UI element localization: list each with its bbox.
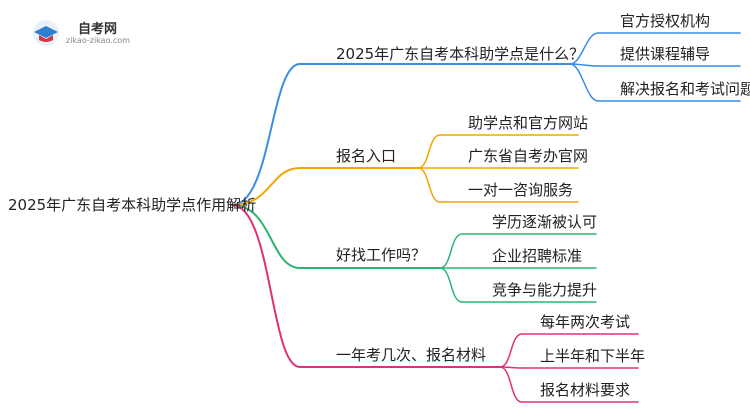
branch-connector xyxy=(231,167,301,206)
leaf-connector xyxy=(499,333,523,368)
leaf-official-website: 助学点和官方网站 xyxy=(468,114,589,132)
leaf-provincial-office-site: 广东省自考办官网 xyxy=(468,147,589,165)
graduation-cap-icon xyxy=(33,20,59,46)
leaf-two-exams-yearly: 每年两次考试 xyxy=(540,313,631,331)
leaf-one-on-one-consult: 一对一咨询服务 xyxy=(468,181,574,199)
branch-connector xyxy=(231,63,301,206)
leaf-connector xyxy=(439,233,463,269)
leaf-official-authorized: 官方授权机构 xyxy=(620,12,711,30)
leaf-registration-exam-help: 解决报名和考试问题 xyxy=(620,80,750,98)
branch-job-prospects: 好找工作吗？ xyxy=(336,246,427,264)
site-logo[interactable]: 自考网 zikao-zikao.com xyxy=(30,16,150,50)
leaf-course-tutoring: 提供课程辅导 xyxy=(620,45,711,63)
leaf-connector xyxy=(417,134,441,169)
leaf-materials-requirements: 报名材料要求 xyxy=(540,381,631,399)
leaf-connector xyxy=(569,32,599,65)
leaf-connector xyxy=(417,167,441,203)
leaf-connector xyxy=(569,63,599,102)
leaf-connector xyxy=(439,267,463,303)
logo-title: 自考网 xyxy=(78,22,118,37)
leaf-hiring-standards: 企业招聘标准 xyxy=(492,247,583,265)
branch-what-is: 2025年广东自考本科助学点是什么？ xyxy=(336,45,585,63)
leaf-connector xyxy=(499,366,523,403)
leaf-first-second-half: 上半年和下半年 xyxy=(540,347,646,365)
root-node: 2025年广东自考本科助学点作用解析 xyxy=(8,196,257,214)
leaf-competition-ability: 竞争与能力提升 xyxy=(492,281,598,299)
branch-registration-entry: 报名入口 xyxy=(336,147,397,165)
branch-exam-frequency-materials: 一年考几次、报名材料 xyxy=(336,346,487,364)
leaf-degree-recognized: 学历逐渐被认可 xyxy=(492,213,598,231)
branch-connector xyxy=(231,204,301,269)
branch-connector xyxy=(231,204,301,368)
logo-url: zikao-zikao.com xyxy=(66,36,130,45)
